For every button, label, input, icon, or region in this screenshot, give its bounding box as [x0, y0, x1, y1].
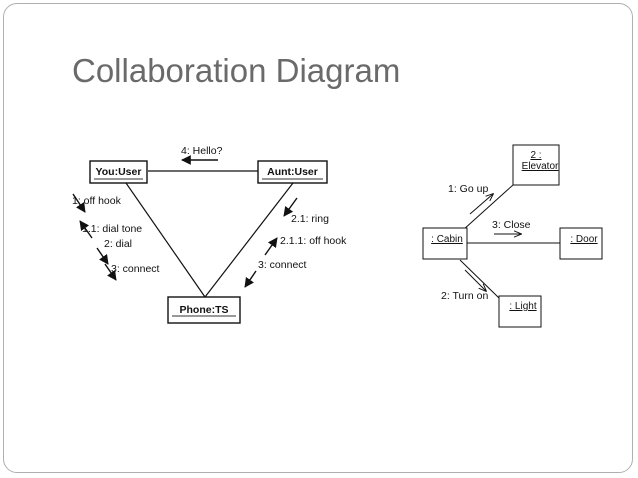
arrow-dial	[96, 247, 109, 265]
msg-go-up: 1: Go up	[448, 183, 488, 195]
object-elevator: 2 : Elevator	[512, 144, 560, 186]
object-door: : Door	[559, 227, 603, 260]
msg-dial-tone: 1.1: dial tone	[82, 223, 142, 235]
arrow-connect-right	[244, 270, 257, 288]
msg-turn-on: 2: Turn on	[441, 290, 488, 302]
arrow-off-hook	[72, 193, 86, 213]
slide-title: Collaboration Diagram	[72, 52, 401, 89]
object-cabin: : Cabin	[422, 227, 468, 260]
link-you-phone	[125, 182, 206, 298]
svg-text:2 :: 2 :	[530, 150, 541, 161]
msg-off-hook-aunt: 2.1.1: off hook	[280, 235, 347, 247]
link-cabin-elevator	[462, 184, 514, 231]
object-you-user: You:User	[89, 160, 148, 184]
svg-text:Elevator: Elevator	[522, 161, 559, 172]
msg-ring: 2.1: ring	[291, 213, 329, 225]
object-light: : Light	[498, 295, 542, 328]
svg-text:: Light: : Light	[509, 301, 536, 312]
msg-connect-right: 3: connect	[258, 259, 307, 271]
link-aunt-phone	[204, 182, 294, 298]
link-cabin-light	[459, 259, 500, 299]
svg-text:You:User: You:User	[96, 166, 142, 178]
arrow-ring	[283, 197, 298, 217]
msg-connect-left: 3: connect	[111, 263, 160, 275]
slide-frame	[3, 3, 633, 473]
arrow-turn-on	[464, 269, 486, 291]
msg-off-hook: 1: off hook	[72, 195, 122, 207]
object-phone-ts: Phone:TS	[167, 296, 241, 324]
msg-dial: 2: dial	[104, 238, 132, 250]
object-aunt-user: Aunt:User	[257, 160, 328, 184]
arrow-dial-tone	[79, 220, 93, 239]
svg-text:Aunt:User: Aunt:User	[267, 166, 318, 178]
msg-hello: 4: Hello?	[181, 145, 223, 157]
arrow-go-up	[469, 194, 493, 215]
svg-text:: Door: : Door	[570, 234, 598, 245]
msg-close: 3: Close	[492, 219, 531, 231]
svg-text:: Cabin: : Cabin	[431, 234, 463, 245]
svg-text:Phone:TS: Phone:TS	[180, 304, 229, 316]
arrow-connect-left	[104, 263, 117, 281]
arrow-off-hook-aunt	[264, 237, 278, 256]
